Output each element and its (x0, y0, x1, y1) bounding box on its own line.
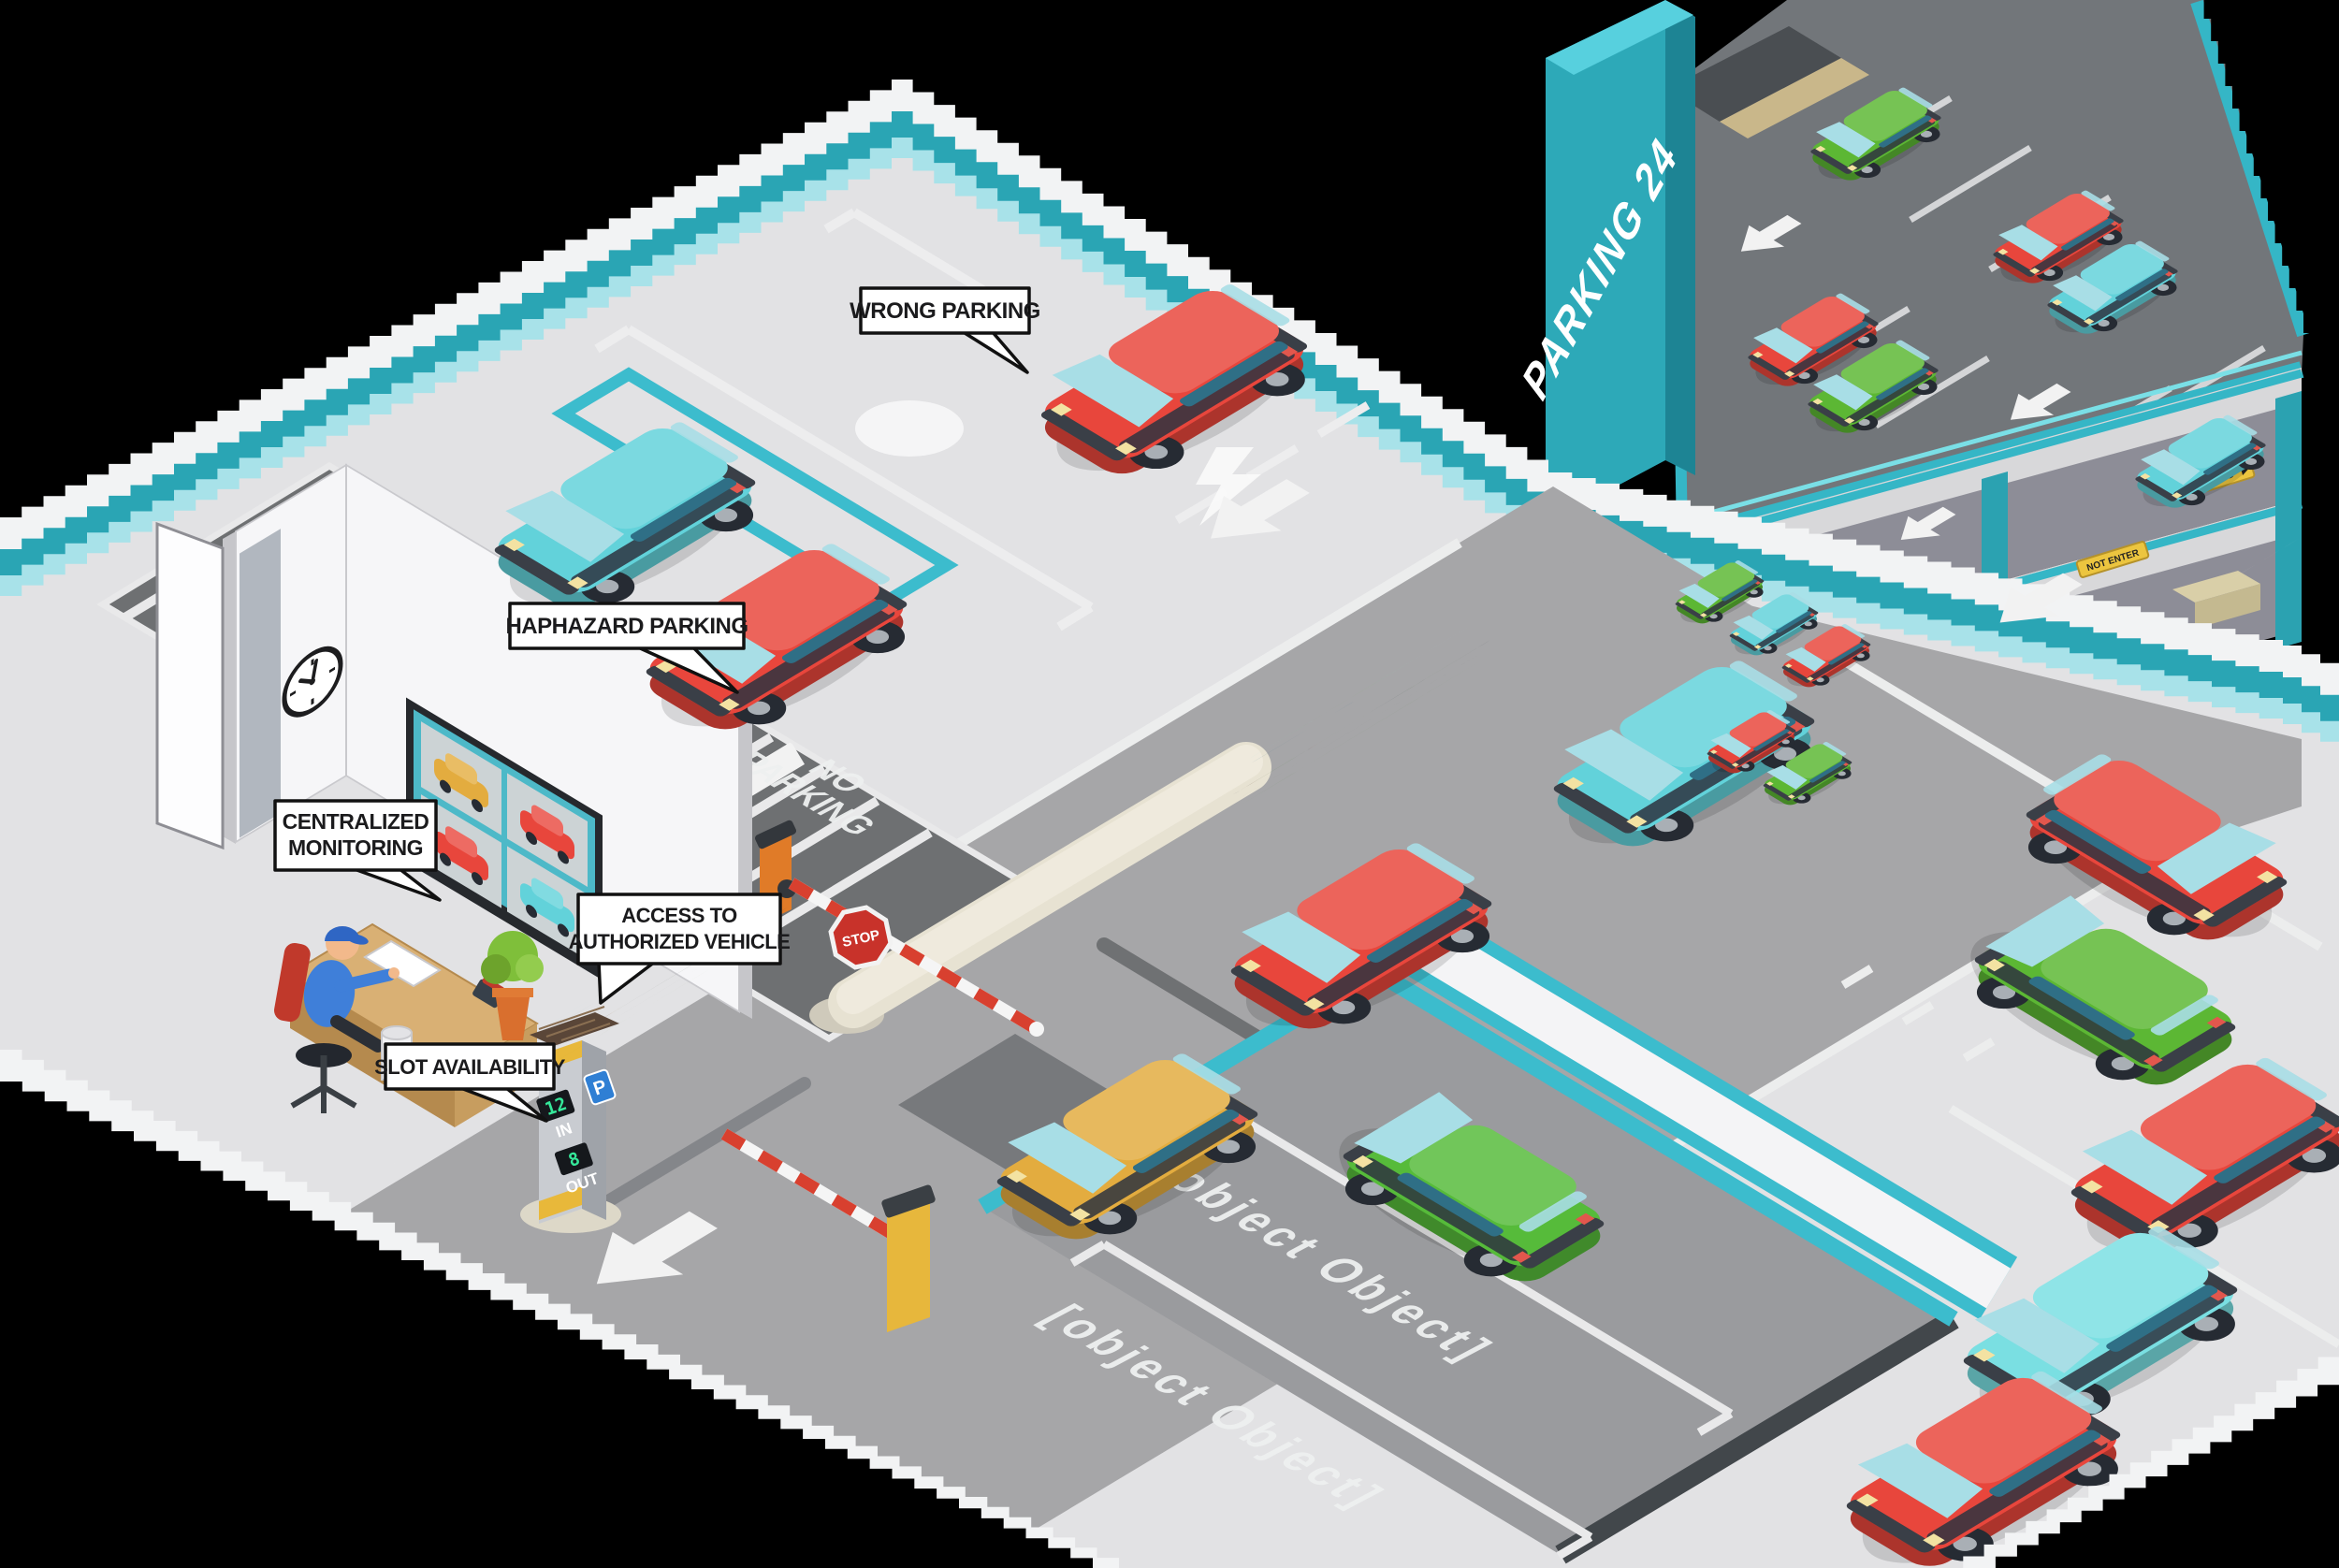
car-right-green (1970, 895, 2236, 1085)
solar-panel (530, 1012, 619, 1046)
monitor-feed-2 (421, 794, 501, 908)
in-label: IN (554, 1119, 574, 1140)
label-wrong-parking-text: WRONG PARKING (850, 298, 1040, 324)
arrow-0 (596, 1211, 718, 1285)
car-taxi-yellow (996, 1053, 1258, 1240)
car-floor-cyan (1729, 592, 1819, 656)
callout-labels: WRONG PARKING HAPHAZARD PARKING CENTRALI… (273, 286, 1040, 1123)
cctv-monitor (406, 697, 603, 980)
monitor-feed-1 (507, 773, 588, 888)
monitor-feed-0 (421, 721, 501, 835)
potted-plant (481, 931, 544, 1040)
barrier-post-yellow (887, 1198, 930, 1332)
arrow-9 (1900, 506, 1956, 540)
building-ramp-opening (1667, 26, 1841, 122)
stop-sign: STOP (828, 905, 893, 970)
car-bottom-red-1 (2070, 1057, 2339, 1253)
car-roof-cyan-1 (2047, 240, 2178, 334)
label-centralized-line2: MONITORING (288, 835, 423, 860)
car-roof-green-2 (1808, 340, 1939, 433)
label-centralized-line1: CENTRALIZED (283, 809, 429, 834)
monitor-feed-3 (507, 846, 588, 961)
car-roof-red-2 (1748, 293, 1879, 386)
security-booth (155, 463, 752, 1127)
building-ramp-floor (1720, 58, 1869, 138)
car-road-red (1230, 843, 1492, 1029)
wall-clock (282, 646, 343, 718)
attendant (274, 926, 400, 1113)
booth-door (155, 521, 225, 850)
entry-exit-barriers: STOP (720, 820, 1044, 1332)
arrow-7 (2010, 383, 2071, 420)
ev-lightning (1196, 447, 1261, 526)
car-floor-green (1675, 560, 1765, 624)
car-floor-green-2 (1763, 742, 1852, 806)
label-access-line2: AUTHORIZED VEHICLE (569, 930, 791, 953)
mask-bottom-left (0, 1082, 1093, 1568)
car-right-red (2026, 754, 2288, 940)
car-floor-red-1 (1781, 624, 1871, 688)
car-bottom-red-2 (1846, 1371, 2121, 1566)
label-haphazard-parking-text: HAPHAZARD PARKING (505, 614, 748, 639)
label-slot-availability-text: SLOT AVAILABILITY (374, 1055, 566, 1079)
label-wrong-parking: WRONG PARKING (850, 286, 1040, 374)
cars (494, 87, 2339, 1566)
car-roof-red-1 (1993, 190, 2124, 283)
booth-wall-ne (345, 463, 740, 1013)
label-centralized-monitoring: CENTRALIZED MONITORING (273, 799, 442, 902)
p-sign: P (583, 1068, 617, 1106)
booth-doorway (240, 529, 281, 838)
car-wrong-parking (1040, 284, 1308, 474)
pillar-displays: 12 IN 8 OUT (536, 1089, 602, 1198)
road-arrows (371, 174, 2299, 1285)
desk-papers (363, 939, 442, 988)
mask-bottom-right (1974, 1373, 2339, 1568)
arrow-3 (1999, 573, 2083, 623)
arrow-2 (1211, 479, 1310, 539)
label-haphazard-parking: HAPHAZARD PARKING (505, 602, 748, 694)
car-roof-cyan-2 (2135, 414, 2266, 508)
booth-wall-nw (235, 463, 347, 844)
mask-top-right (2203, 0, 2339, 378)
label-slot-availability: SLOT AVAILABILITY (374, 1042, 566, 1123)
label-access-line1: ACCESS TO (621, 904, 737, 927)
car-roof-green-1 (1810, 87, 1941, 181)
label-access-authorized: ACCESS TO AUTHORIZED VEHICLE (569, 893, 791, 1005)
car-reserved-green (1339, 1092, 1605, 1282)
top-parking-row (551, 208, 1371, 632)
arrow-5 (1740, 214, 1802, 252)
car-floor-red-2 (1707, 710, 1796, 774)
car-haphazard-cyan (494, 422, 756, 608)
